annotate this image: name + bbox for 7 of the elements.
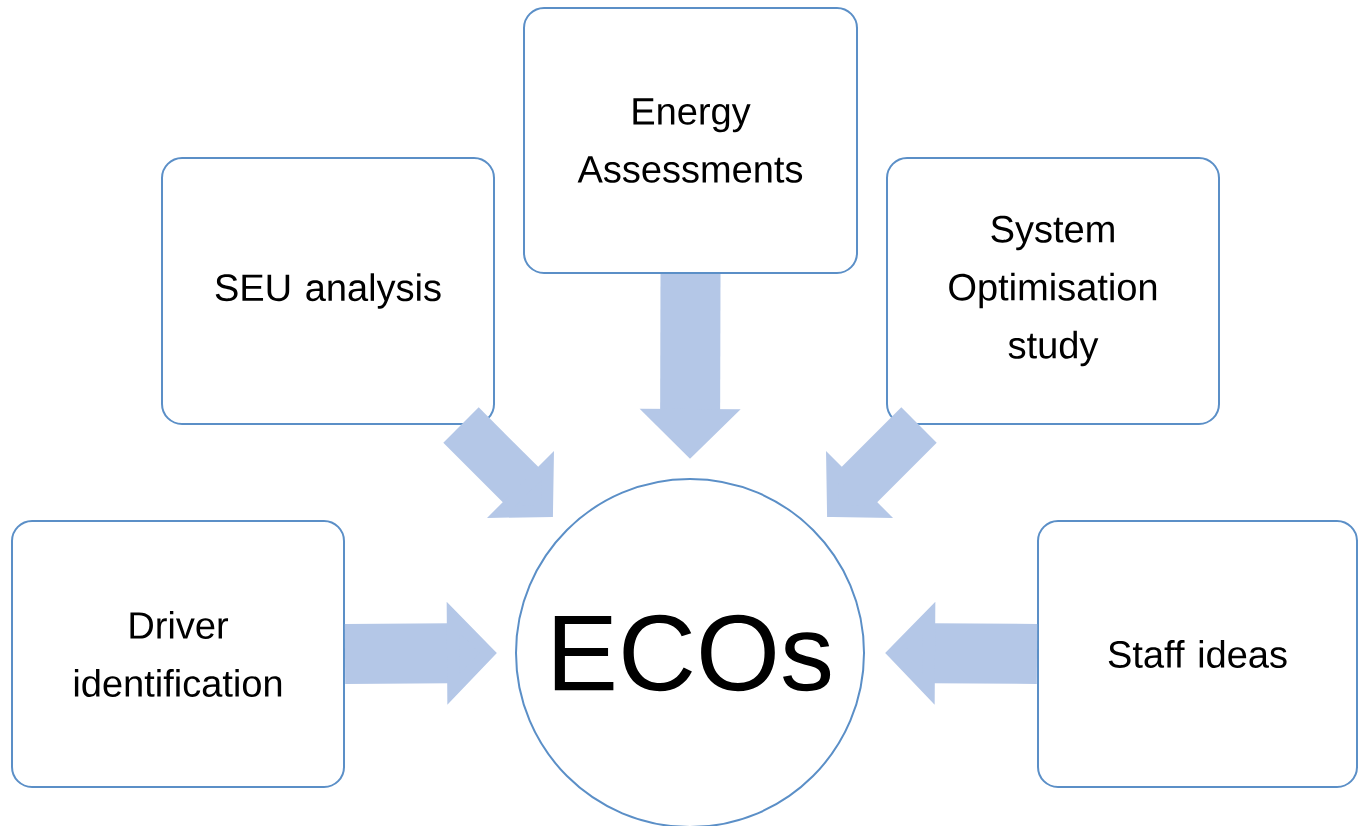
process-box: Energy Assessments	[523, 7, 858, 274]
process-box: Driver identification	[11, 520, 345, 788]
process-box: Staff ideas	[1037, 520, 1358, 788]
block-arrow	[443, 407, 554, 518]
process-box: System Optimisation study	[886, 157, 1220, 425]
block-arrow	[826, 407, 937, 518]
process-box: SEU analysis	[161, 157, 495, 425]
